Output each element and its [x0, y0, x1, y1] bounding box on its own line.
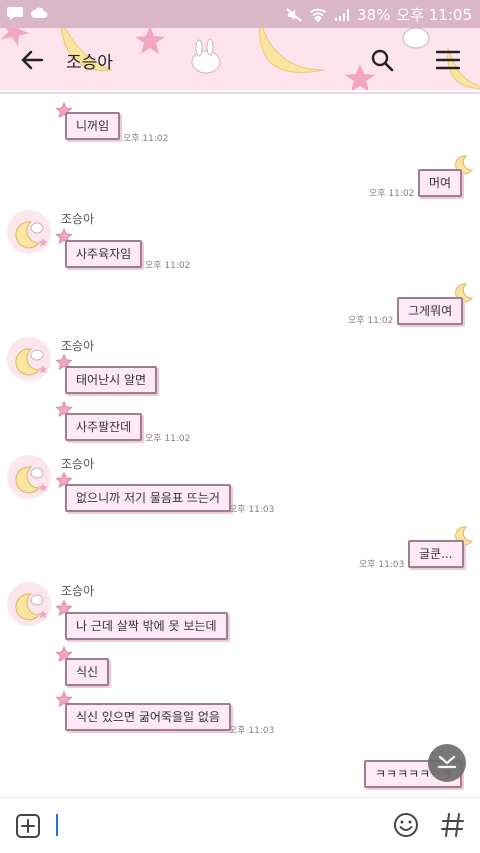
message-time: 오후 11:03 — [229, 726, 275, 736]
message-time: 오후 11:02 — [369, 189, 415, 199]
star-icon — [55, 228, 73, 245]
message-bubble-received[interactable]: 나 근데 살짝 밖에 못 보는데 — [65, 612, 228, 640]
sender-name: 조승아 — [61, 584, 95, 598]
status-bar: 38% 오후 11:05 — [0, 0, 480, 28]
sender-name: 조승아 — [61, 457, 95, 471]
plus-square-icon[interactable] — [15, 813, 41, 839]
message-time: 오후 11:03 — [359, 560, 405, 570]
menu-icon[interactable] — [434, 46, 462, 74]
cloud-icon — [31, 7, 48, 18]
signal-icon — [335, 8, 350, 21]
message-time: 오후 11:02 — [348, 316, 394, 326]
message-input-bar — [0, 797, 480, 853]
message-bubble-sent[interactable]: 머여 — [418, 169, 463, 197]
moon-bunny-icon — [15, 348, 48, 376]
chevron-down-icon — [437, 755, 457, 769]
header-divider — [0, 92, 480, 94]
star-icon — [55, 600, 73, 617]
clock: 오후 11:05 — [396, 6, 472, 24]
avatar[interactable] — [7, 210, 51, 254]
smiley-icon[interactable] — [392, 811, 420, 839]
hashtag-icon[interactable] — [440, 811, 466, 839]
message-bubble-received[interactable]: 사주육자임 — [65, 240, 143, 268]
message-time: 오후 11:03 — [229, 505, 275, 515]
battery-level: 38% — [357, 5, 391, 24]
message-bubble-received[interactable]: 식신 — [65, 658, 110, 686]
message-bubble-received[interactable]: 없으니까 저기 물음표 뜨는거 — [65, 484, 231, 512]
moon-bunny-icon — [15, 221, 48, 249]
message-bubble-received[interactable]: 사주팔잔데 — [65, 413, 143, 441]
text-cursor — [56, 814, 58, 836]
avatar[interactable] — [7, 455, 51, 499]
moon-bunny-icon — [15, 466, 48, 494]
chat-room-title: 조승아 — [66, 53, 113, 73]
message-bubble-received[interactable]: 태어난시 알면 — [65, 366, 158, 394]
moon-bunny-icon — [15, 593, 48, 621]
scroll-to-bottom-button[interactable] — [428, 744, 466, 782]
avatar[interactable] — [7, 582, 51, 626]
star-icon — [55, 401, 73, 418]
message-bubble-received[interactable]: 니꺼임 — [65, 112, 121, 140]
search-icon[interactable] — [368, 46, 396, 74]
message-time: 오후 11:02 — [145, 434, 191, 444]
chat-header: 조승아 — [0, 28, 480, 90]
star-icon — [55, 354, 73, 371]
message-time: 오후 11:02 — [123, 134, 169, 144]
message-time: 오후 11:02 — [145, 261, 191, 271]
chat-notification-icon — [7, 7, 23, 20]
mute-icon — [286, 7, 302, 22]
message-input[interactable] — [54, 812, 374, 840]
star-icon — [55, 691, 73, 708]
message-bubble-received[interactable]: 식신 있으면 굶어죽을일 없음 — [65, 703, 231, 731]
message-bubble-sent[interactable]: 글쿤... — [408, 540, 464, 568]
sender-name: 조승아 — [61, 212, 95, 226]
message-bubble-sent[interactable]: 그게뭐여 — [397, 297, 464, 325]
wifi-icon — [309, 8, 327, 22]
avatar[interactable] — [7, 337, 51, 381]
star-icon — [55, 472, 73, 489]
message-list[interactable]: 니꺼임 오후 11:02 머여 오후 11:02 조승아 사주육자임 오후 11… — [0, 94, 480, 794]
back-arrow-icon[interactable] — [18, 46, 46, 74]
sender-name: 조승아 — [61, 339, 95, 353]
star-icon — [55, 646, 73, 663]
